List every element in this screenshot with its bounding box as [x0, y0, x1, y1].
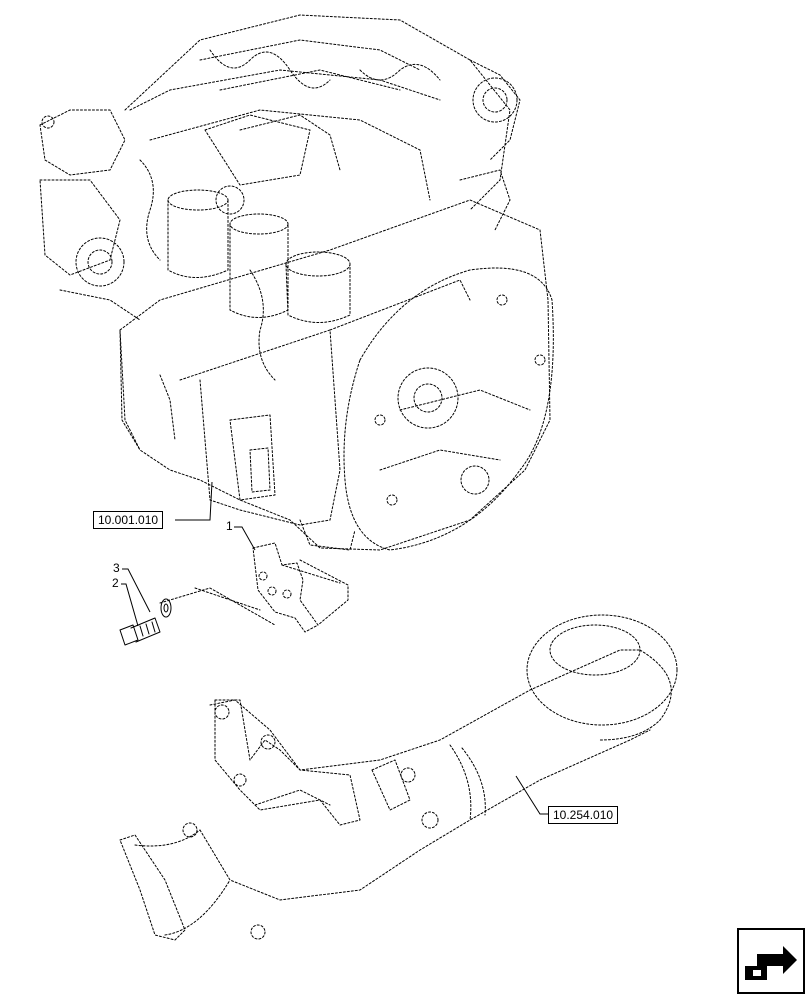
callout-bolt: 2	[112, 576, 119, 590]
callout-bracket: 1	[226, 519, 233, 533]
leader-lines	[121, 481, 548, 815]
next-page-button[interactable]	[737, 928, 805, 994]
next-page-arrow-icon	[745, 946, 797, 980]
exhaust-pipe-illustration	[119, 614, 678, 941]
engine-illustration	[39, 14, 554, 551]
callout-washer: 3	[113, 561, 120, 575]
bolt-and-washer	[119, 598, 172, 646]
reference-engine-assembly[interactable]: 10.001.010	[93, 511, 164, 529]
reference-exhaust-pipe[interactable]: 10.254.010	[548, 806, 619, 824]
mounting-bracket	[159, 542, 349, 633]
